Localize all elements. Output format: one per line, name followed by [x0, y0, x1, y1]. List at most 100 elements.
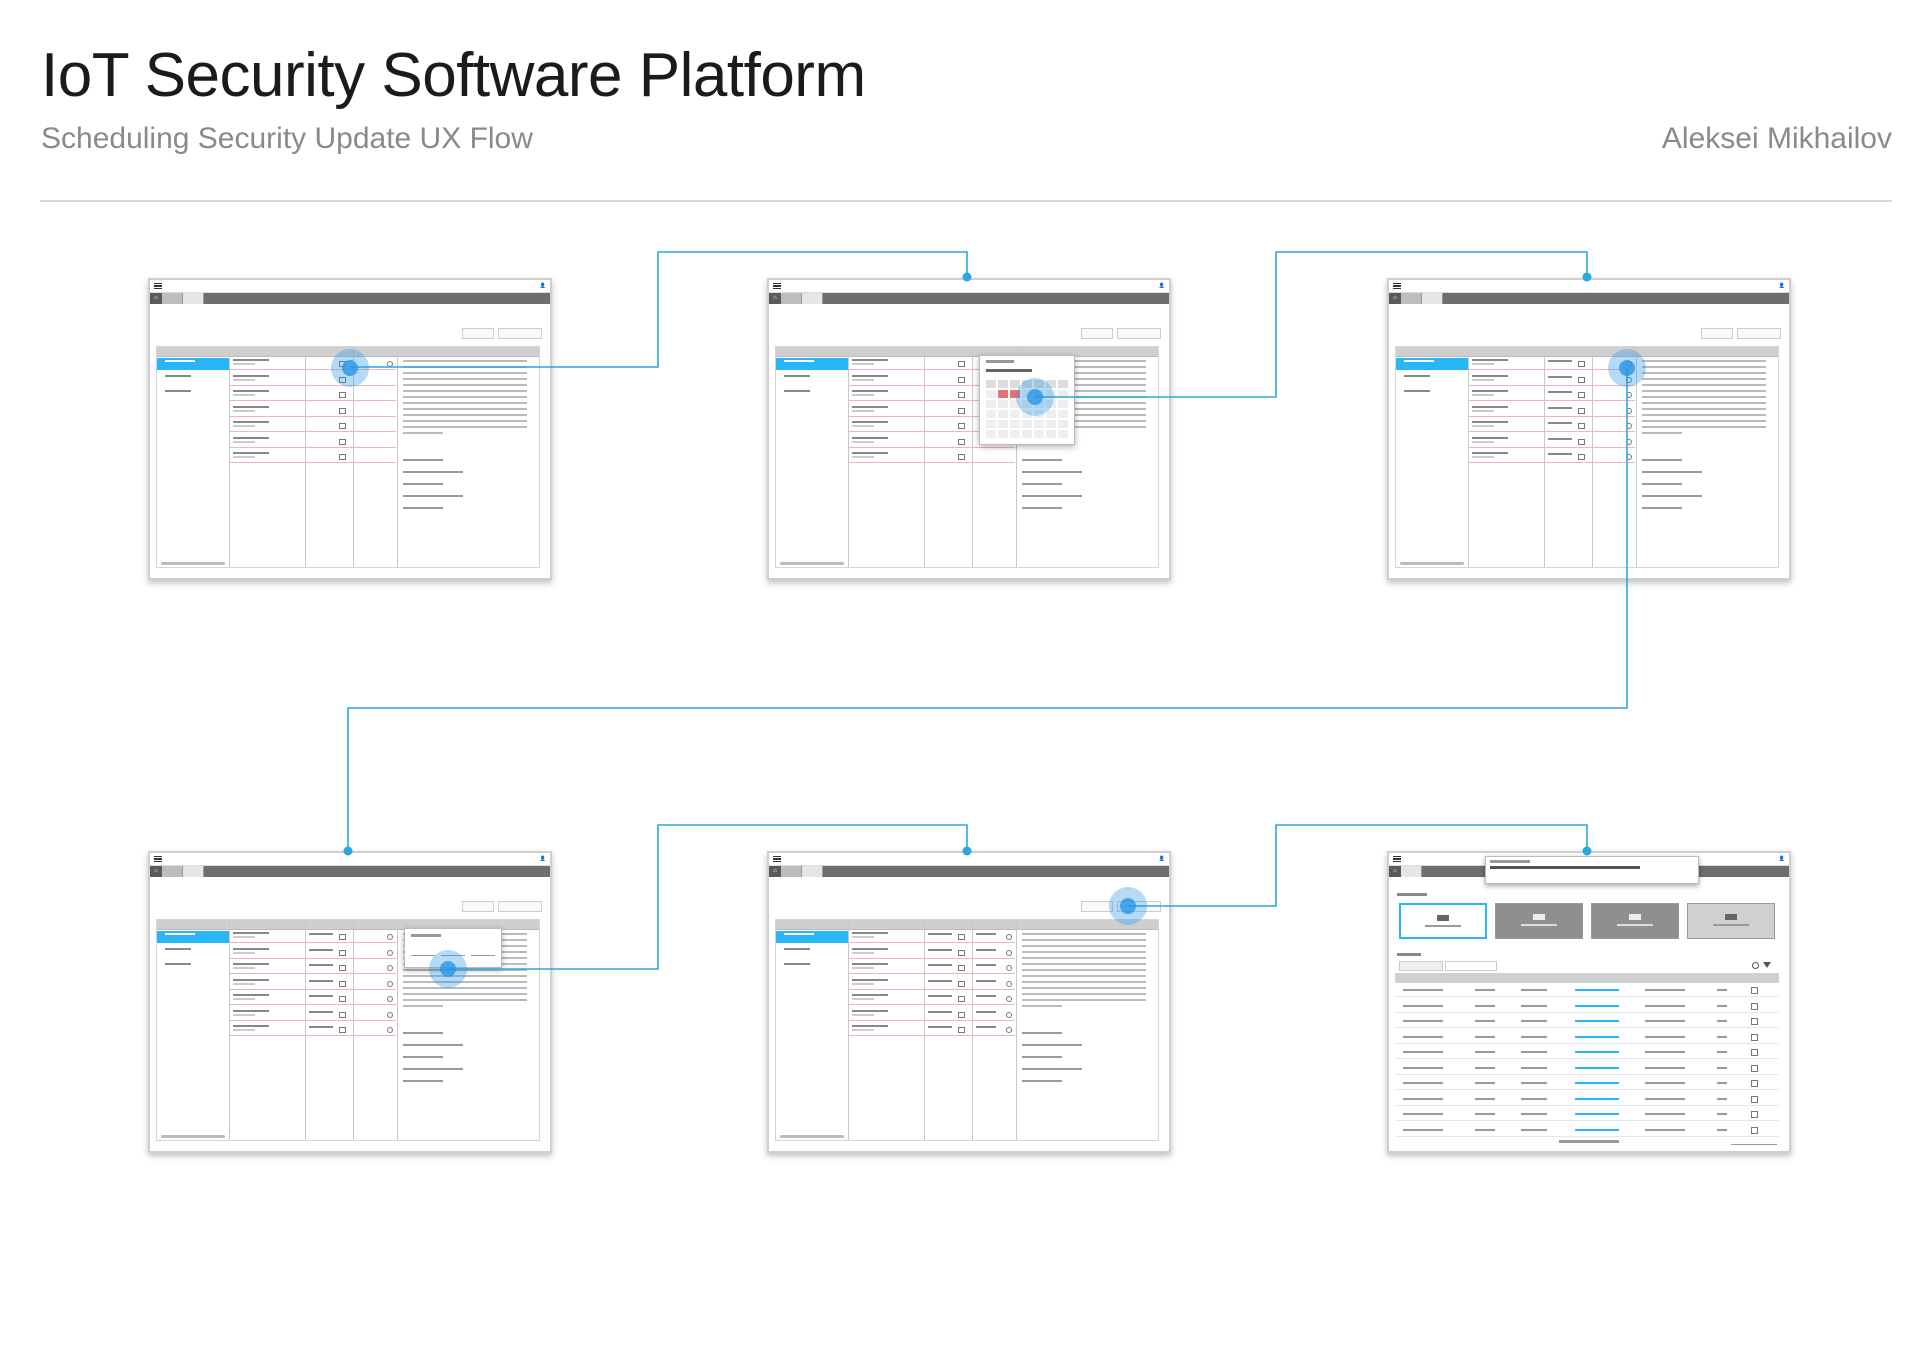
- calendar-day[interactable]: [1058, 380, 1068, 388]
- table-row[interactable]: [849, 973, 1015, 974]
- table-row[interactable]: [1469, 415, 1635, 417]
- menu-icon[interactable]: [773, 283, 781, 289]
- cell-name-link[interactable]: [1575, 1051, 1619, 1053]
- tab-updates[interactable]: [781, 293, 802, 304]
- region-item[interactable]: [165, 375, 191, 377]
- region-item[interactable]: [165, 360, 195, 362]
- table-row[interactable]: [849, 1004, 1015, 1005]
- table-row[interactable]: [849, 1019, 1015, 1021]
- calendar-day[interactable]: [1010, 420, 1020, 428]
- table-row[interactable]: [230, 1019, 396, 1021]
- calendar-icon[interactable]: [339, 1011, 346, 1018]
- horizontal-scrollbar[interactable]: [161, 562, 225, 565]
- menu-icon[interactable]: [773, 856, 781, 862]
- calendar-icon[interactable]: [339, 392, 346, 398]
- calendar-day[interactable]: [1058, 410, 1068, 418]
- calendar-day[interactable]: [1058, 430, 1068, 438]
- page-size-select[interactable]: [1731, 1138, 1777, 1145]
- cell-name-link[interactable]: [1575, 989, 1619, 991]
- table-row[interactable]: [1469, 384, 1635, 386]
- month-selector[interactable]: [986, 369, 1032, 372]
- table-row[interactable]: [230, 446, 396, 448]
- clock-icon[interactable]: [1006, 996, 1012, 1002]
- home-icon[interactable]: ⌂: [1389, 293, 1401, 304]
- calendar-icon[interactable]: [339, 1027, 346, 1033]
- horizontal-scrollbar[interactable]: [161, 1135, 225, 1138]
- table-row[interactable]: [1469, 431, 1635, 432]
- updates-tab[interactable]: [1399, 961, 1443, 971]
- region-item[interactable]: [784, 963, 810, 965]
- table-row[interactable]: [230, 431, 396, 432]
- select-checkbox[interactable]: [1751, 1049, 1758, 1056]
- select-checkbox[interactable]: [1751, 1064, 1758, 1072]
- table-row[interactable]: [849, 1035, 1015, 1036]
- calendar-icon[interactable]: [339, 438, 346, 445]
- region-item[interactable]: [1404, 360, 1434, 362]
- filter-card[interactable]: [1495, 903, 1583, 939]
- region-item[interactable]: [784, 390, 810, 392]
- filter-card[interactable]: [1687, 903, 1775, 939]
- tab-updates[interactable]: [1401, 866, 1422, 877]
- calendar-day[interactable]: [1022, 430, 1032, 438]
- home-icon[interactable]: ⌂: [150, 866, 162, 877]
- home-icon[interactable]: ⌂: [150, 293, 162, 304]
- clock-icon[interactable]: [1626, 438, 1632, 445]
- time-select[interactable]: [411, 947, 435, 956]
- calendar-icon[interactable]: [958, 965, 965, 971]
- pagination[interactable]: [1559, 1140, 1619, 1143]
- table-row[interactable]: [1395, 1031, 1779, 1044]
- horizontal-scrollbar[interactable]: [780, 562, 844, 565]
- calendar-day[interactable]: [998, 410, 1008, 418]
- table-row[interactable]: [230, 462, 396, 463]
- calendar-icon[interactable]: [1578, 407, 1585, 414]
- calendar-day[interactable]: [1010, 430, 1020, 438]
- table-row[interactable]: [1395, 1000, 1779, 1013]
- region-item[interactable]: [784, 375, 810, 377]
- select-checkbox[interactable]: [1751, 1018, 1758, 1025]
- schedule-update-button[interactable]: [1117, 328, 1161, 339]
- user-menu[interactable]: 👤: [1778, 856, 1785, 862]
- cell-name-link[interactable]: [1575, 1066, 1619, 1069]
- cell-name-link[interactable]: [1575, 1113, 1619, 1115]
- region-item[interactable]: [1404, 375, 1430, 377]
- table-row[interactable]: [1469, 400, 1635, 401]
- calendar-day[interactable]: [998, 420, 1008, 428]
- table-row[interactable]: [1395, 1124, 1779, 1137]
- calendar-icon[interactable]: [339, 980, 346, 987]
- table-row[interactable]: [1395, 1062, 1779, 1075]
- calendar-icon[interactable]: [958, 1011, 965, 1018]
- user-menu[interactable]: 👤: [1158, 856, 1165, 862]
- calendar-icon[interactable]: [958, 361, 965, 367]
- calendar-icon[interactable]: [1578, 376, 1585, 383]
- calendar-day[interactable]: [986, 400, 996, 408]
- table-row[interactable]: [230, 957, 396, 959]
- table-row[interactable]: [230, 400, 396, 401]
- home-icon[interactable]: ⌂: [1389, 866, 1401, 877]
- table-row[interactable]: [849, 446, 1015, 448]
- tab-schedule-update[interactable]: [183, 866, 204, 877]
- schedule-update-button[interactable]: [498, 901, 542, 912]
- cancel-button[interactable]: [1081, 901, 1113, 912]
- region-item[interactable]: [784, 948, 810, 950]
- search-icon[interactable]: [1752, 962, 1759, 969]
- table-row[interactable]: [1395, 984, 1779, 997]
- table-row[interactable]: [1395, 1015, 1779, 1028]
- calendar-day[interactable]: [1010, 410, 1020, 418]
- calendar-day[interactable]: [998, 400, 1008, 408]
- region-item[interactable]: [165, 390, 191, 392]
- calendar-icon[interactable]: [339, 965, 346, 971]
- clock-icon[interactable]: [1006, 1011, 1012, 1018]
- cancel-button[interactable]: [1701, 328, 1733, 339]
- user-menu[interactable]: 👤: [1778, 283, 1785, 289]
- calendar-day[interactable]: [998, 380, 1008, 388]
- table-row[interactable]: [230, 973, 396, 974]
- table-row[interactable]: [1395, 1046, 1779, 1059]
- clock-icon[interactable]: [387, 949, 393, 956]
- clock-icon[interactable]: [1626, 454, 1632, 460]
- cell-name-link[interactable]: [1575, 1004, 1619, 1007]
- calendar-day[interactable]: [1058, 420, 1068, 428]
- calendar-icon[interactable]: [339, 423, 346, 429]
- calendar-day[interactable]: [1046, 420, 1056, 428]
- table-row[interactable]: [230, 988, 396, 990]
- table-row[interactable]: [230, 415, 396, 417]
